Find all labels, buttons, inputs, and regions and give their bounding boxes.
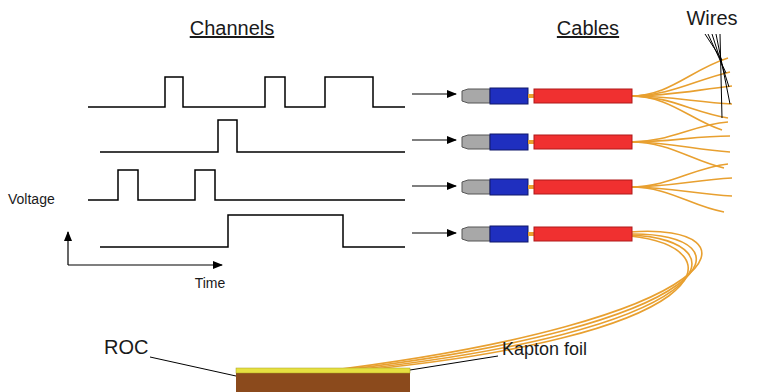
callout-label: Kapton foil bbox=[502, 340, 587, 358]
signal-traces bbox=[88, 77, 405, 247]
wires bbox=[318, 58, 732, 372]
callout-label: Wires bbox=[686, 8, 737, 28]
arrows bbox=[412, 94, 456, 233]
roc-chip bbox=[236, 372, 410, 392]
leader-lines bbox=[150, 34, 730, 376]
axis-label: Time bbox=[195, 276, 226, 290]
section-heading: Cables bbox=[557, 18, 619, 38]
axes bbox=[68, 232, 222, 265]
axis-label: Voltage bbox=[8, 192, 55, 206]
section-heading: Channels bbox=[190, 18, 275, 38]
cables bbox=[462, 88, 632, 242]
kapton-foil bbox=[236, 368, 410, 373]
callout-label: ROC bbox=[104, 337, 148, 357]
